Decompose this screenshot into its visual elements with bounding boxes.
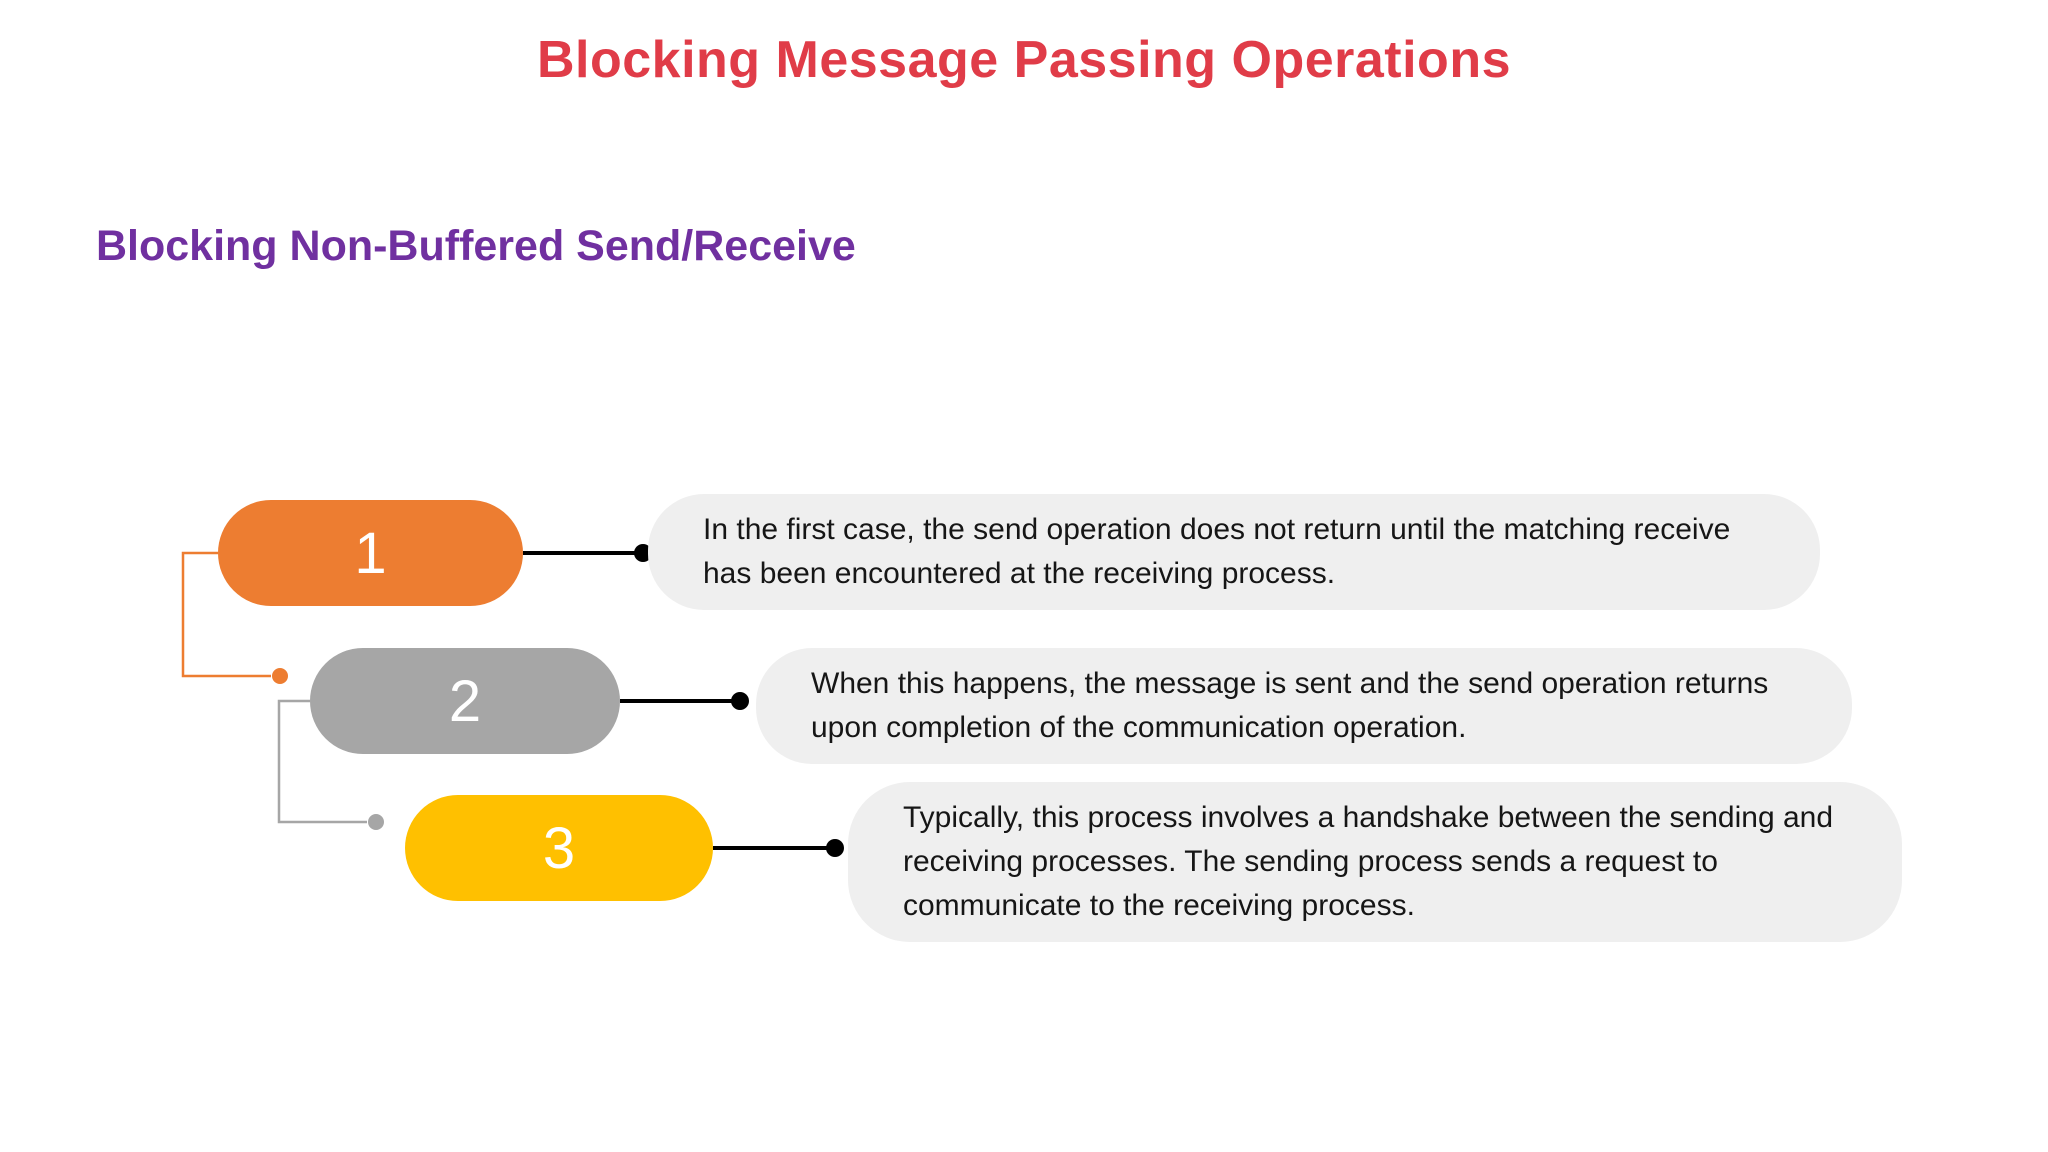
step-3-description-bubble: Typically, this process involves a hands… [848, 782, 1902, 942]
step-2-pill: 2 [310, 648, 620, 754]
step-1-pill: 1 [218, 500, 523, 606]
step-1-description-text: In the first case, the send operation do… [703, 513, 1731, 590]
elbow-dot-step2-icon [272, 668, 288, 684]
step-3-description-text: Typically, this process involves a hands… [903, 801, 1834, 922]
step-1-number: 1 [354, 520, 387, 586]
slide-subtitle: Blocking Non-Buffered Send/Receive [96, 222, 856, 270]
step-2-description-bubble: When this happens, the message is sent a… [756, 648, 1852, 764]
slide-title: Blocking Message Passing Operations [536, 31, 1511, 89]
step-1-description-bubble: In the first case, the send operation do… [648, 494, 1820, 610]
step-2-description-text: When this happens, the message is sent a… [811, 667, 1769, 744]
leader-dot-step2-icon [731, 692, 749, 710]
leader-dot-step3-icon [826, 839, 844, 857]
step-3-number: 3 [542, 815, 576, 881]
step-3-pill: 3 [405, 795, 713, 901]
step-2-number: 2 [448, 668, 482, 734]
elbow-dot-step3-icon [368, 814, 384, 830]
